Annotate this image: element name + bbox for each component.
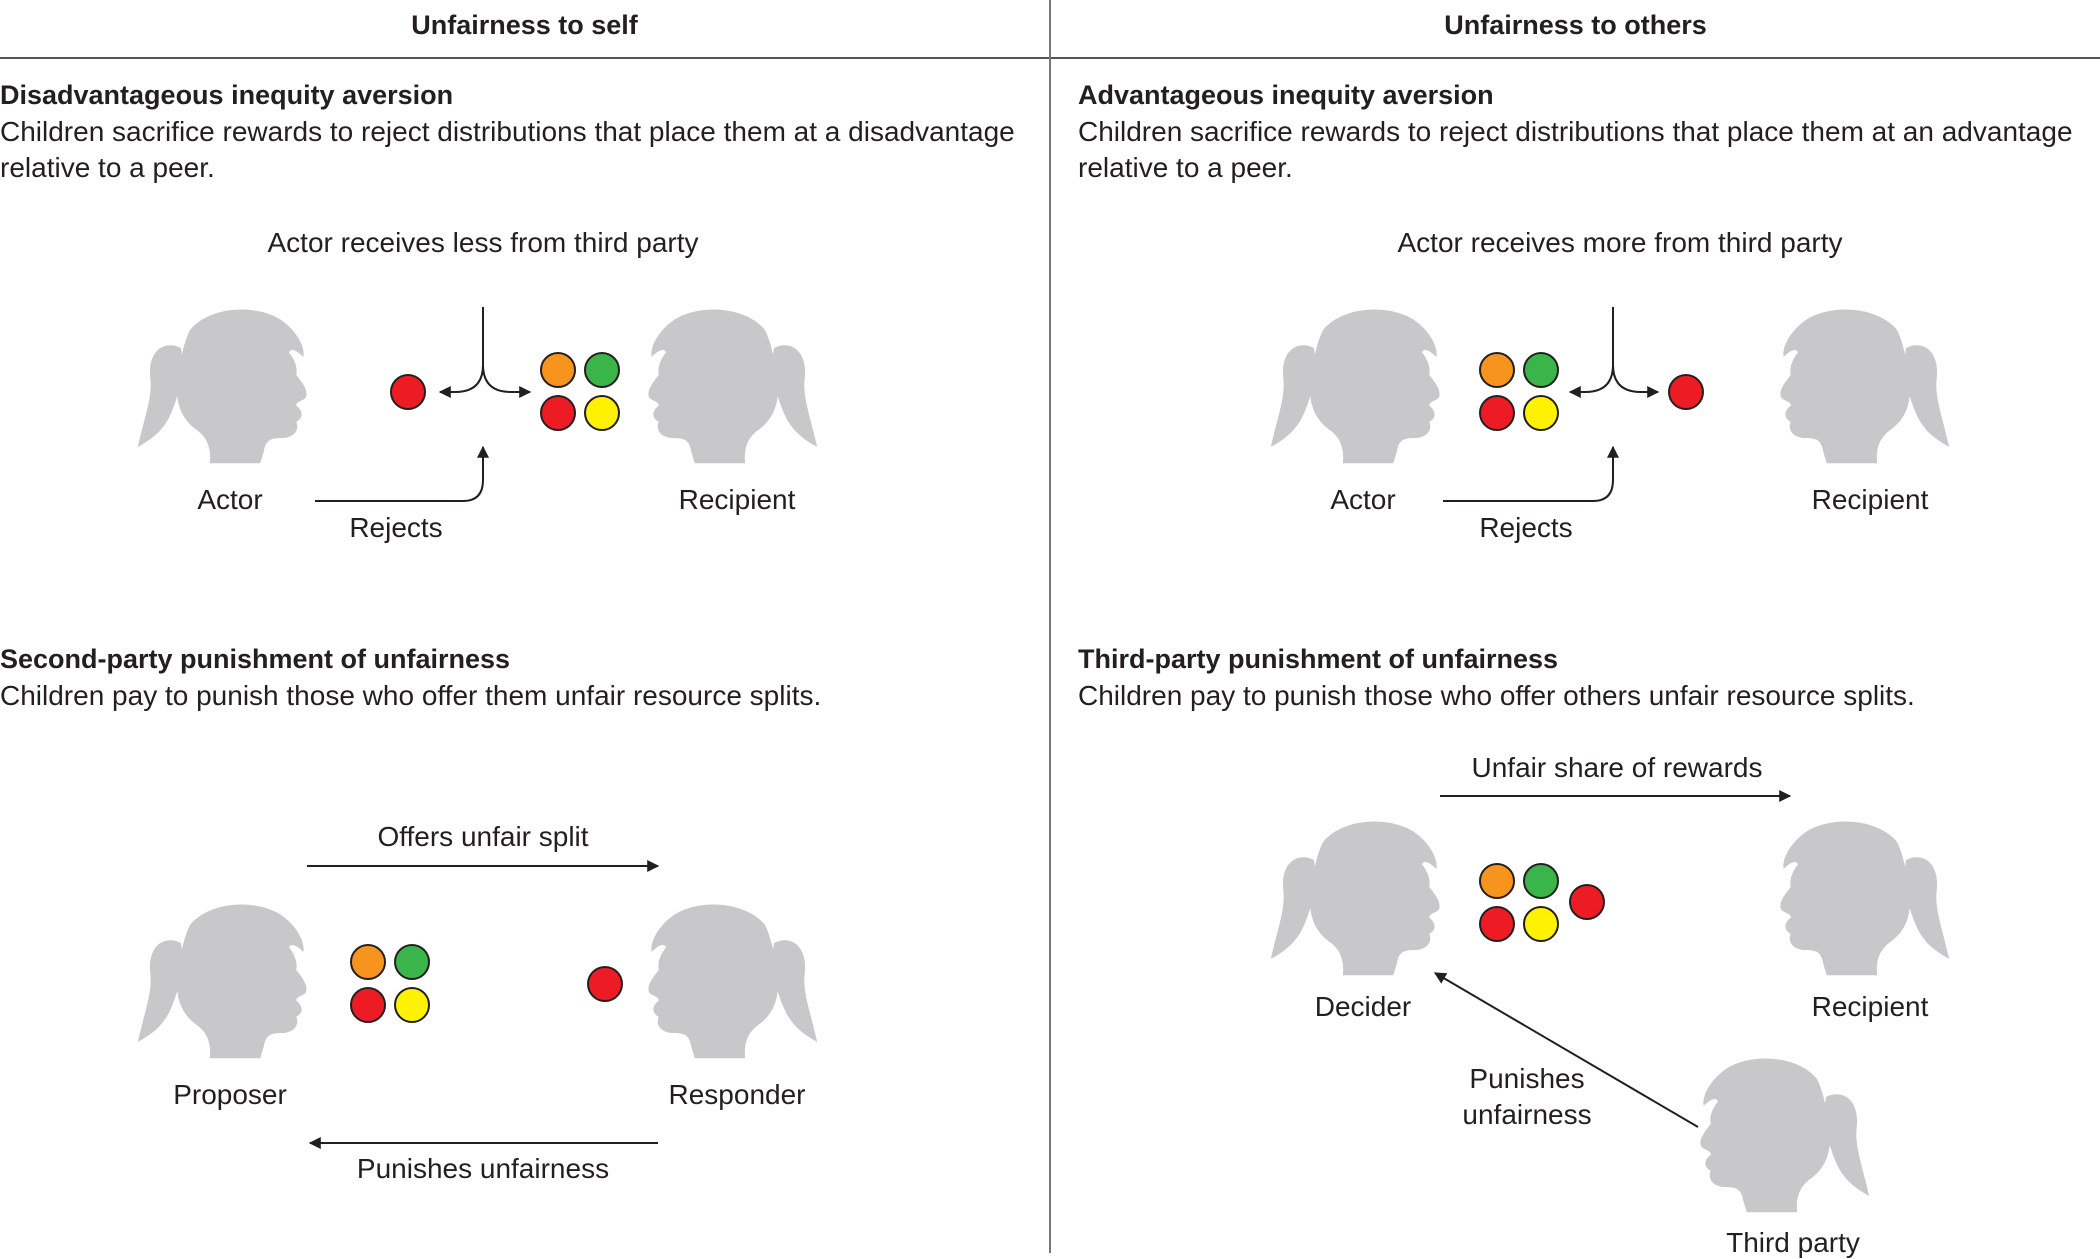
third-party-diagram xyxy=(1270,790,1949,1213)
decider-silhouette xyxy=(1270,821,1440,976)
disadvantageous-caption: Actor receives less from third party xyxy=(267,227,699,258)
token-yellow xyxy=(1523,395,1559,431)
recipient-silhouette xyxy=(648,310,817,464)
third-party-label: Third party xyxy=(1726,1227,1860,1258)
decider-label: Decider xyxy=(1314,991,1412,1022)
split-arrow-left xyxy=(1568,307,1614,398)
second-party-title: Second-party punishment of unfairness xyxy=(0,644,511,674)
punish-label-line2: unfairness xyxy=(1462,1099,1592,1130)
token-red xyxy=(390,374,426,410)
actor-silhouette xyxy=(137,309,307,464)
rejects-label: Rejects xyxy=(349,512,443,543)
column-header-self: Unfairness to self xyxy=(411,10,638,40)
proposer-silhouette xyxy=(137,904,307,1059)
token-red xyxy=(1569,884,1605,920)
token-yellow xyxy=(394,987,430,1023)
responder-label: Responder xyxy=(668,1079,806,1110)
token-red xyxy=(350,987,386,1023)
token-yellow xyxy=(584,395,620,431)
split-arrow-right xyxy=(1612,364,1660,398)
token-green xyxy=(394,944,430,980)
recipient-label: Recipient xyxy=(678,484,796,515)
actor-label: Actor xyxy=(1330,484,1396,515)
advantageous-description: Children sacrifice rewards to reject dis… xyxy=(1078,116,2073,183)
token-yellow xyxy=(1523,906,1559,942)
token-orange xyxy=(1479,352,1515,388)
rejects-label: Rejects xyxy=(1479,512,1573,543)
punish-label-line1: Punishes xyxy=(1469,1063,1585,1094)
recipient-silhouette xyxy=(1780,822,1949,976)
token-green xyxy=(1523,863,1559,899)
third-party-silhouette xyxy=(1700,1059,1869,1213)
column-divider xyxy=(1049,0,1051,1253)
token-red xyxy=(1479,906,1515,942)
token-red xyxy=(587,966,623,1002)
split-arrow-right xyxy=(482,364,532,398)
proposer-label: Proposer xyxy=(173,1079,287,1110)
advantageous-diagram xyxy=(1270,307,1949,502)
punish-arrow xyxy=(1433,972,1699,1128)
token-orange xyxy=(1479,863,1515,899)
second-party-description: Children pay to punish those who offer t… xyxy=(0,680,822,711)
recipient-label: Recipient xyxy=(1811,991,1929,1022)
disadvantageous-title: Disadvantageous inequity aversion xyxy=(0,80,454,110)
advantageous-caption: Actor receives more from third party xyxy=(1397,227,1843,258)
responder-silhouette xyxy=(648,905,817,1059)
token-red xyxy=(1668,374,1704,410)
token-orange xyxy=(540,352,576,388)
recipient-silhouette xyxy=(1780,310,1949,464)
third-party-description: Children pay to punish those who offer o… xyxy=(1078,680,1915,711)
split-arrow-left xyxy=(438,307,484,398)
token-green xyxy=(1523,352,1559,388)
rejects-arrow xyxy=(315,445,489,502)
actor-label: Actor xyxy=(197,484,263,515)
token-green xyxy=(584,352,620,388)
recipient-label: Recipient xyxy=(1811,484,1929,515)
third-party-title: Third-party punishment of unfairness xyxy=(1078,644,1559,674)
token-orange xyxy=(350,944,386,980)
token-red xyxy=(1479,395,1515,431)
punish-label: Punishes unfairness xyxy=(356,1153,610,1184)
actor-silhouette xyxy=(1270,309,1440,464)
share-label: Unfair share of rewards xyxy=(1471,752,1763,783)
rejects-arrow xyxy=(1443,445,1619,502)
disadvantageous-diagram xyxy=(137,307,817,502)
column-header-others: Unfairness to others xyxy=(1444,10,1707,40)
offer-label: Offers unfair split xyxy=(377,821,589,852)
advantageous-title: Advantageous inequity aversion xyxy=(1078,80,1494,110)
second-party-diagram xyxy=(137,860,817,1149)
disadvantageous-description: Children sacrifice rewards to reject dis… xyxy=(0,116,1015,183)
token-red xyxy=(540,395,576,431)
